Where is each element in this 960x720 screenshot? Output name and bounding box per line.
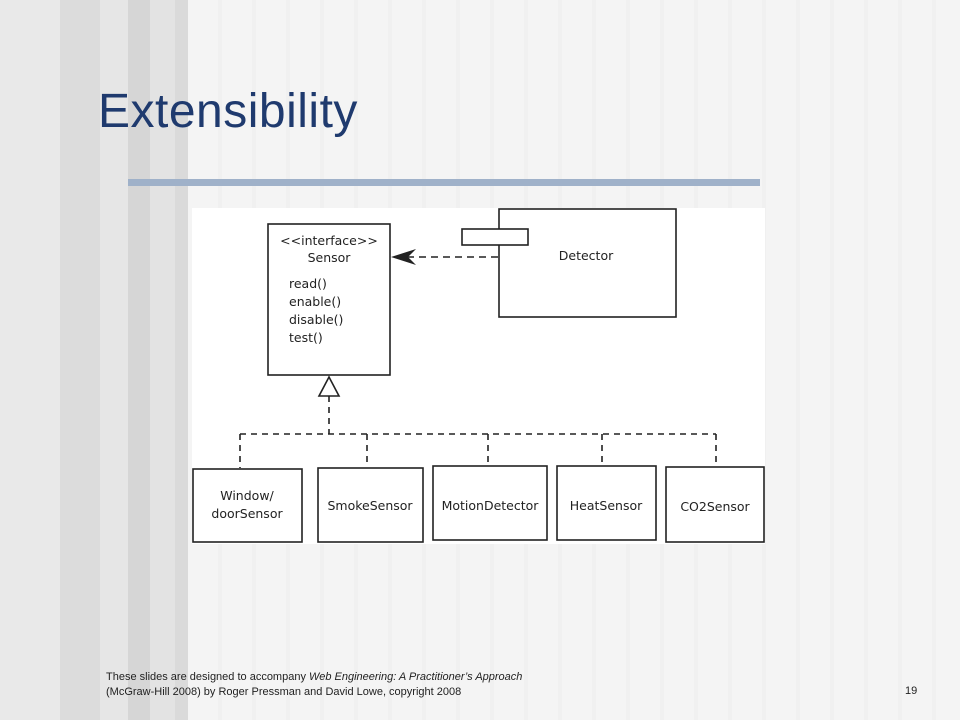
slide-title: Extensibility [98,85,358,138]
interface-name: Sensor [308,250,352,265]
realization-triangle [317,375,341,397]
uml-diagram: <<interface>> Sensor read() enable() dis… [192,208,765,544]
impl-label: MotionDetector [442,498,540,513]
title-underline [128,179,760,186]
footer-prefix: These slides are designed to accompany [106,671,310,683]
method-disable: disable() [289,312,343,327]
footer-book-title: Web Engineering: A Practitioner’s Approa… [309,671,523,683]
impl-label-line1: Window/ [220,488,274,503]
impl-box-motion-detector [432,465,548,541]
impl-label: HeatSensor [570,498,643,513]
impl-box-heat-sensor [556,465,657,541]
impl-box-window-door-sensor [192,468,303,543]
page-number: 19 [905,685,918,697]
detector-port [461,228,529,246]
footer-line-2: (McGraw-Hill 2008) by Roger Pressman and… [106,686,462,698]
impl-box-co2-sensor [665,466,765,543]
impl-label: SmokeSensor [327,498,413,513]
impl-box-smoke-sensor [317,467,424,543]
slide-footer: These slides are designed to accompany W… [106,670,746,700]
method-read: read() [289,276,327,291]
impl-label: CO2Sensor [680,499,750,514]
footer-line-1: These slides are designed to accompany W… [106,670,746,685]
method-test: test() [289,330,323,345]
interface-stereotype: <<interface>> [280,233,378,248]
impl-label-line2: doorSensor [211,506,283,521]
uml-diagram-svg: <<interface>> Sensor read() enable() dis… [192,208,765,543]
sensor-interface-box [267,223,391,376]
detector-box [498,208,677,318]
detector-label: Detector [559,248,614,263]
method-enable: enable() [289,294,341,309]
dependency-arrowhead [391,249,416,265]
